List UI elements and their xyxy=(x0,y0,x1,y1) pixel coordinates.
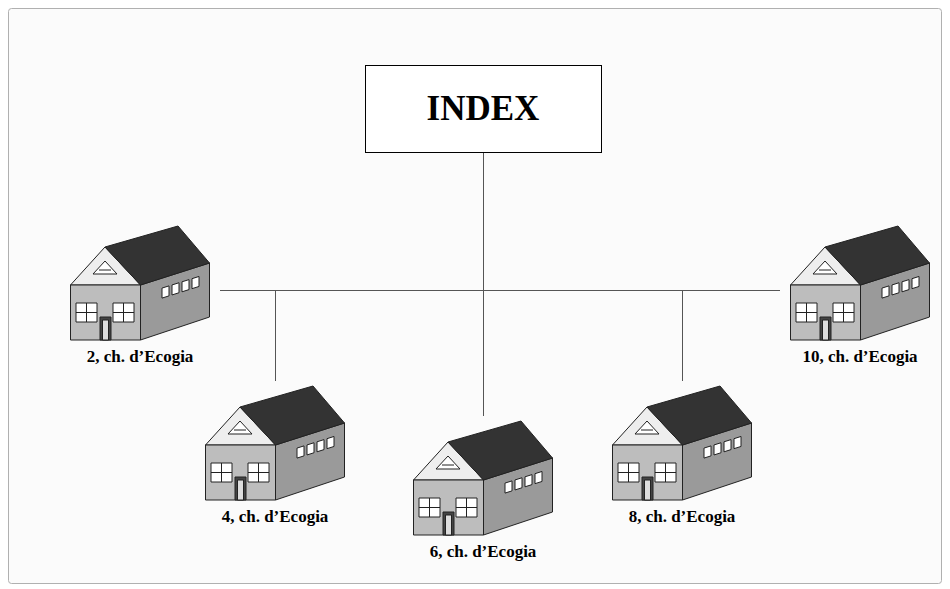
roof xyxy=(448,421,553,480)
house-drawing xyxy=(205,385,345,501)
connector xyxy=(484,153,683,381)
house-drawing xyxy=(70,225,210,341)
side-window xyxy=(734,436,741,448)
index-title: INDEX xyxy=(427,89,540,129)
window xyxy=(76,303,97,322)
window-bar xyxy=(655,472,676,473)
window xyxy=(833,303,854,322)
side-window xyxy=(704,446,711,458)
address-label: 8, ch. d’Ecogia xyxy=(608,507,756,527)
front-wall xyxy=(791,285,861,340)
window xyxy=(419,498,440,517)
door xyxy=(642,477,653,500)
roof xyxy=(105,226,210,285)
window xyxy=(796,303,817,322)
window xyxy=(113,303,134,322)
house-drawing xyxy=(790,225,930,341)
gable-vent xyxy=(436,456,460,469)
frame-border xyxy=(9,9,942,584)
side-window xyxy=(902,280,909,292)
door xyxy=(443,512,454,535)
gable-vent xyxy=(93,261,117,274)
side-window xyxy=(307,443,314,455)
connector xyxy=(220,153,484,291)
window xyxy=(248,463,269,482)
window-bar xyxy=(211,472,232,473)
window xyxy=(456,498,477,517)
window-bar xyxy=(796,312,817,313)
house: 8, ch. d’Ecogia xyxy=(608,385,756,527)
window xyxy=(655,463,676,482)
index-box: INDEX xyxy=(365,65,602,153)
window-bar xyxy=(456,507,477,508)
side-window xyxy=(882,286,889,298)
vent-slat xyxy=(99,270,111,271)
window-bar xyxy=(113,312,134,313)
window-bar xyxy=(76,312,97,313)
roof xyxy=(647,386,752,445)
connector xyxy=(276,153,484,381)
window-bar xyxy=(248,472,269,473)
door xyxy=(235,477,246,500)
vent-slat xyxy=(641,430,653,431)
window-bar xyxy=(618,472,639,473)
house-drawing xyxy=(413,420,553,536)
door-panel xyxy=(238,480,244,500)
side-window xyxy=(525,475,532,487)
gable-vent xyxy=(635,421,659,434)
address-label: 2, ch. d’Ecogia xyxy=(66,347,214,367)
side-window xyxy=(912,276,919,288)
window xyxy=(618,463,639,482)
window-bar xyxy=(419,507,440,508)
side-window xyxy=(192,276,199,288)
front-wall xyxy=(71,285,141,340)
address-label: 4, ch. d’Ecogia xyxy=(201,507,349,527)
side-window xyxy=(162,286,169,298)
vent-slat xyxy=(819,270,831,271)
house: 2, ch. d’Ecogia xyxy=(66,225,214,367)
door-panel xyxy=(103,320,109,340)
house: 4, ch. d’Ecogia xyxy=(201,385,349,527)
side-window xyxy=(714,443,721,455)
house: 6, ch. d’Ecogia xyxy=(409,420,557,562)
house-drawing xyxy=(612,385,752,501)
side-window xyxy=(172,283,179,295)
side-window xyxy=(515,478,522,490)
window-bar xyxy=(833,312,854,313)
vent-slat xyxy=(234,430,246,431)
door-panel xyxy=(823,320,829,340)
side-window xyxy=(892,283,899,295)
roof xyxy=(240,386,345,445)
side-window xyxy=(297,446,304,458)
front-wall xyxy=(613,445,683,500)
side-window xyxy=(327,436,334,448)
side-window xyxy=(505,481,512,493)
door-panel xyxy=(645,480,651,500)
gable-vent xyxy=(813,261,837,274)
house: 10, ch. d’Ecogia xyxy=(786,225,934,367)
door xyxy=(100,317,111,340)
roof xyxy=(825,226,930,285)
side-window xyxy=(182,280,189,292)
gable-vent xyxy=(228,421,252,434)
address-label: 10, ch. d’Ecogia xyxy=(786,347,934,367)
door xyxy=(820,317,831,340)
door-panel xyxy=(446,515,452,535)
side-window xyxy=(317,440,324,452)
front-wall xyxy=(414,480,484,535)
front-wall xyxy=(206,445,276,500)
side-window xyxy=(724,440,731,452)
vent-slat xyxy=(442,465,454,466)
connector xyxy=(484,153,781,291)
address-label: 6, ch. d’Ecogia xyxy=(409,542,557,562)
side-window xyxy=(535,471,542,483)
window xyxy=(211,463,232,482)
